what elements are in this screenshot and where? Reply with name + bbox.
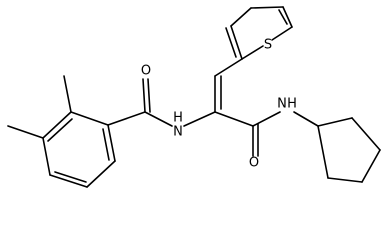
bond-ring-4 [49,174,88,188]
bond-thio-2 [241,45,264,60]
bond-thio-3 [271,26,293,41]
bond-methyl-4 [7,125,44,139]
atom-label-amide-n-right: N [277,97,287,112]
bond-cp-4 [327,177,363,183]
bond-carbonyl-to-nh-right [252,111,281,127]
thiophene-ring [225,6,293,60]
bond-thio-6 [230,7,252,27]
chemical-structure-diagram: O H N S O N H [7,6,381,188]
bond-nh-to-cyclopentyl [293,111,319,127]
atom-label-amide-n-left: N [173,125,183,140]
bond-cp-1 [317,117,353,127]
bond-alkene-to-thiophene [214,58,243,77]
atom-label-sulfur: S [264,38,272,53]
bond-ring-inner-1 [47,118,73,142]
bond-methyl-3 [63,75,72,113]
bond-cp-2 [351,117,381,151]
bond-ring-2 [42,111,72,139]
bond-ring-inner-2 [54,171,87,183]
atom-label-amide-nh-right: H [287,97,297,112]
bond-thio-1 [230,25,243,60]
bond-ring-3 [42,137,51,176]
bond-ring-inner-3 [102,128,110,161]
bond-thio-1-inner [225,27,237,58]
bond-thio-4 [282,6,293,28]
bond-ring-5 [86,160,116,188]
bond-cp-3 [361,149,381,183]
bond-carbonyl-to-nh [144,111,173,127]
bond-thio-5 [250,6,284,9]
bond-alkene-to-carbonyl-right [214,111,254,127]
bond-nh-to-alkene-c [183,111,216,127]
bond-ring-6 [107,124,116,162]
atom-label-amide-nh-left: H [173,111,183,126]
bond-cp-5 [317,125,329,179]
bond-ring-1 [70,111,109,126]
atom-label-carbonyl-oxygen-left: O [141,64,151,79]
cyclopentane-ring [317,117,381,183]
bond-ring-to-carbonyl [107,111,146,126]
benzene-ring [42,111,116,188]
bond-carbonyl-left-double-a [142,78,146,113]
atom-label-carbonyl-oxygen-right: O [249,156,259,171]
bond-carbonyl-left-double-b [147,78,151,113]
bond-thio-4-inner [278,9,288,25]
